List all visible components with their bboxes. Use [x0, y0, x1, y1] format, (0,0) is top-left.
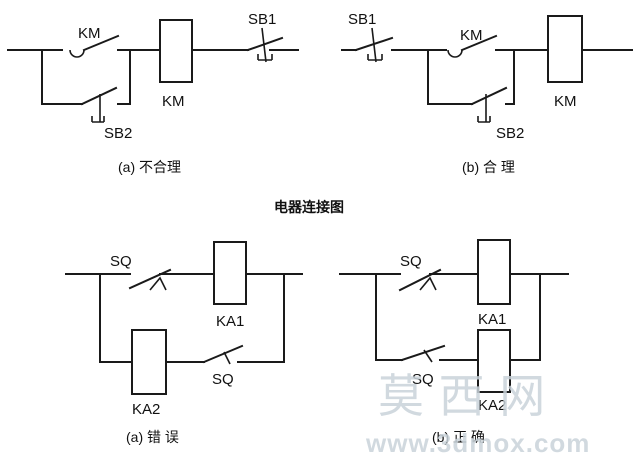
- sb2-label: SB2: [104, 125, 132, 142]
- caption-bottom-left: (a) 错 误: [126, 429, 179, 445]
- sb1-label: SB1: [248, 11, 276, 28]
- ka1-label: KA1: [478, 311, 506, 328]
- watermark-url: www.3dmox.com: [365, 428, 590, 458]
- watermark: 莫 西 网 www.3dmox.com: [365, 369, 590, 458]
- ka2-label: KA2: [478, 397, 506, 414]
- caption-bottom-right: (b) 正 确: [432, 429, 485, 445]
- caption-top-left: (a) 不合理: [118, 159, 181, 175]
- circuit-bottom-left: SQ KA1 KA2 SQ (a) 错 误: [65, 241, 303, 445]
- sq-bottom-label: SQ: [412, 371, 434, 388]
- km-contact-label: KM: [78, 25, 101, 42]
- sq-bottom-label: SQ: [212, 371, 234, 388]
- circuit-top-left: KM KM SB1 SB2 (a) 不合理: [7, 11, 299, 175]
- sb1-label: SB1: [348, 11, 376, 28]
- circuit-bottom-right: SQ KA1 SQ KA2 (b) 正 确: [339, 239, 569, 445]
- ka1-label: KA1: [216, 313, 244, 330]
- sb2-label: SB2: [496, 125, 524, 142]
- km-contact-label: KM: [460, 27, 483, 44]
- section-title: 电器连接图: [274, 199, 344, 216]
- caption-top-right: (b) 合 理: [462, 159, 515, 175]
- km-coil-label: KM: [162, 93, 185, 110]
- ka2-label: KA2: [132, 401, 160, 418]
- km-coil-box: [159, 19, 193, 83]
- sq-top-label: SQ: [400, 253, 422, 270]
- circuit-top-right: SB1 KM KM SB2 (b) 合 理: [341, 11, 633, 175]
- km-coil-label: KM: [554, 93, 577, 110]
- watermark-brand: 莫 西 网: [378, 369, 545, 423]
- sq-top-label: SQ: [110, 253, 132, 270]
